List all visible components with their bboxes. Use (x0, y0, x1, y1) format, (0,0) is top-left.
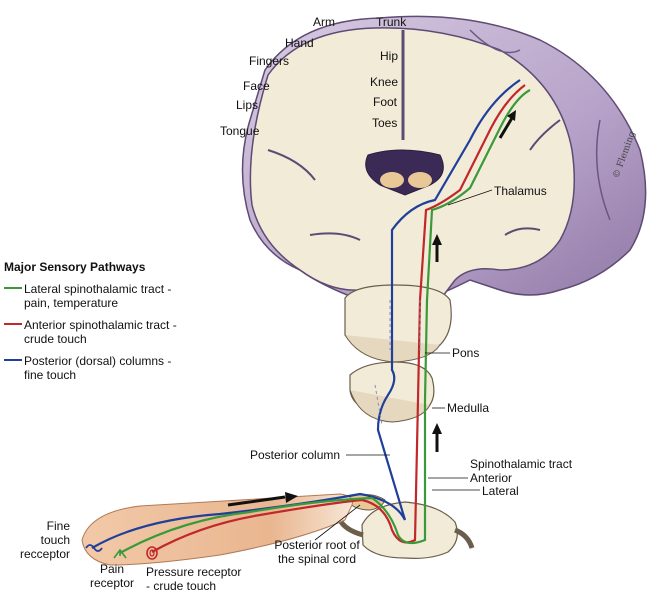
label-pressure-line2: - crude touch (146, 579, 217, 593)
posterior-column-pathway (91, 79, 521, 549)
label-posterior-root-line1: Posterior root of (274, 538, 360, 552)
label-lateral: Lateral (482, 484, 519, 498)
label-anterior: Anterior (470, 471, 513, 485)
leader-line (314, 504, 361, 541)
thalamus-body (380, 172, 404, 188)
legend: Major Sensory Pathways Lateral spinothal… (4, 260, 204, 390)
legend-swatch-lateral (4, 286, 22, 289)
label-fine-touch-receptor: Fine touch recceptor (18, 519, 70, 561)
label-fingers: Fingers (249, 54, 290, 68)
label-tongue: Tongue (220, 124, 260, 138)
label-posterior-root: Posterior root of the spinal cord (262, 538, 372, 566)
label-pain-receptor: Pain receptor (82, 562, 142, 590)
legend-item-anterior-line1: Anterior spinothalamic tract - (24, 318, 177, 332)
spinal-nerve-root (454, 527, 475, 549)
sulcus (309, 232, 361, 241)
pressure-receptor-shape (146, 546, 158, 560)
sulcus (267, 149, 316, 181)
leader-line (447, 189, 493, 206)
legend-item-lateral-line1: Lateral spinothalamic tract - (24, 282, 172, 296)
label-trunk: Trunk (376, 15, 407, 29)
sulcus (469, 29, 521, 54)
label-toes: Toes (372, 116, 398, 130)
label-fine-touch-line3: recceptor (19, 547, 70, 561)
label-thalamus: Thalamus (494, 184, 547, 198)
label-posterior-column: Posterior column (250, 448, 341, 462)
label-posterior-root-line2: the spinal cord (277, 552, 357, 566)
label-hand: Hand (285, 36, 314, 50)
label-fine-touch-line2: touch (40, 533, 70, 547)
label-pons: Pons (452, 346, 480, 360)
legend-item-posterior: Posterior (dorsal) columns - fine touch (4, 354, 204, 382)
label-fine-touch-line1: Fine (46, 519, 70, 533)
arrow-up-brainstem (432, 234, 442, 262)
label-face: Face (243, 79, 270, 93)
legend-item-lateral: Lateral spinothalamic tract - pain, temp… (4, 282, 204, 310)
fine-touch-receptor-shape (85, 544, 103, 552)
legend-swatch-anterior (4, 322, 22, 325)
sulcus (504, 227, 541, 236)
sulcus (529, 119, 561, 151)
lateral-spinothalamic-pathway (119, 89, 531, 554)
arrow-signal-direction (227, 492, 298, 507)
label-pain-line1: Pain (99, 562, 125, 576)
legend-item-posterior-line1: Posterior (dorsal) columns - (24, 354, 172, 368)
label-spinothalamic-tract: Spinothalamic tract (470, 457, 573, 471)
anterior-spinothalamic-pathway (151, 84, 526, 553)
label-lips: Lips (236, 98, 259, 112)
label-pressure-line1: Pressure receptor (146, 565, 242, 579)
decussation-dashes (374, 300, 421, 426)
legend-item-anterior-line2: crude touch (24, 332, 87, 346)
legend-swatch-posterior (4, 358, 22, 361)
thalamus-body (408, 172, 432, 188)
medulla-edge (349, 389, 431, 423)
arrow-up-spinal (432, 423, 442, 452)
label-pressure-receptor: Pressure receptor - crude touch (146, 565, 241, 593)
label-foot: Foot (373, 95, 398, 109)
spinal-nerve-root (337, 518, 364, 538)
spinal-cord-section (361, 501, 458, 559)
sulcus (595, 119, 611, 221)
legend-item-posterior-line2: fine touch (24, 368, 77, 382)
label-arm: Arm (313, 15, 335, 29)
label-pain-line2: receptor (89, 576, 135, 590)
legend-item-lateral-line2: pain, temperature (24, 296, 119, 310)
arrow-up-cortex (498, 110, 516, 139)
label-hip: Hip (380, 49, 399, 63)
pain-receptor-shape (113, 548, 127, 559)
label-medulla: Medulla (447, 401, 490, 415)
legend-item-anterior: Anterior spinothalamic tract - crude tou… (4, 318, 204, 346)
label-knee: Knee (370, 75, 399, 89)
legend-title: Major Sensory Pathways (4, 260, 146, 274)
